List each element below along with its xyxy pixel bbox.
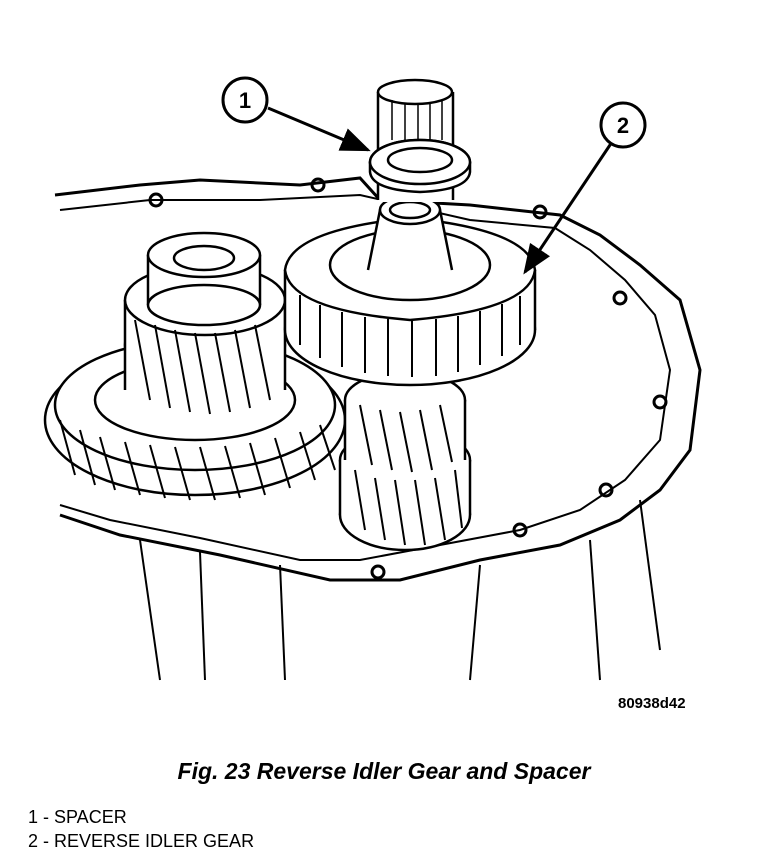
- callout-2: 2: [523, 101, 647, 275]
- callout-1-number: 1: [239, 88, 251, 113]
- reverse-idler-gear-drawing: [283, 194, 537, 387]
- reverse-gear: [338, 370, 472, 552]
- legend-item: 1 - SPACER: [28, 807, 127, 827]
- figure-caption: Fig. 23 Reverse Idler Gear and Spacer: [177, 758, 591, 784]
- image-code: 80938d42: [618, 695, 686, 712]
- callout-2-number: 2: [617, 113, 629, 138]
- transmission-illustration: 1 2: [43, 76, 702, 681]
- legend-item: 2 - REVERSE IDLER GEAR: [28, 831, 255, 851]
- mainshaft-gear: [123, 231, 287, 415]
- shaft-and-spacer: [368, 78, 472, 202]
- legend: 1 - SPACER 2 - REVERSE IDLER GEAR: [28, 805, 254, 853]
- callout-1: 1: [221, 76, 371, 152]
